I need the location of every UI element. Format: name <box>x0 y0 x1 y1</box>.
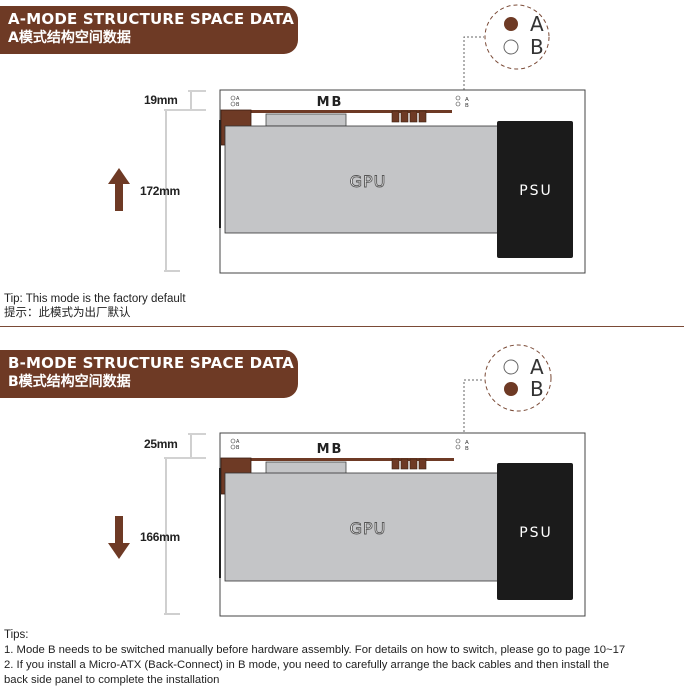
section-b-height-top-label: 25mm <box>144 437 178 451</box>
section-b-title-banner: B-MODE STRUCTURE SPACE DATA B模式结构空间数据 <box>0 350 298 398</box>
section-b-mini-dot-b-icon <box>230 444 236 450</box>
section-a-ram-3 <box>409 110 418 123</box>
section-b-diagram: A B A B MB A B GPU PSU <box>108 344 586 617</box>
section-a-mini-label-b: B <box>236 102 240 108</box>
section-a-mini-dot-a-icon <box>230 95 236 101</box>
section-a-psu-body <box>497 121 573 258</box>
section-b-down-arrow-icon <box>108 516 130 559</box>
section-b-mini-dot-a-icon <box>230 438 236 444</box>
section-b-psu-body <box>497 463 573 600</box>
section-a-legend-dot-b-empty-icon <box>503 39 519 55</box>
tips-line-1: 1. Mode B needs to be switched manually … <box>4 644 626 656</box>
section-a-ram-4 <box>418 110 427 123</box>
section-a-legend-dot-a-filled-icon <box>504 17 518 31</box>
section-b-mini2-label-a: A <box>465 440 469 446</box>
section-a-gpu-body <box>224 125 504 234</box>
section-divider <box>0 326 684 327</box>
section-a-legend-label-a: A <box>530 12 544 36</box>
tips-line-2a: 2. If you install a Micro-ATX (Back-Conn… <box>4 659 610 671</box>
section-b-legend-dot-a-empty-icon <box>503 359 519 375</box>
section-b-mini-dot-a2-icon <box>455 438 461 444</box>
section-b-title-en: B-MODE STRUCTURE SPACE DATA <box>8 354 294 372</box>
section-a-mini-dot-b-icon <box>230 101 236 107</box>
tips-line-2b: back side panel to complete the installa… <box>4 674 220 686</box>
section-a-tip-zh: 提示：此模式为出厂默认 <box>4 307 131 319</box>
section-b-ram-2 <box>400 458 409 470</box>
section-b-legend-circle <box>484 344 552 412</box>
section-b-gpu-body <box>224 472 504 582</box>
section-b-legend-label-b: B <box>530 377 544 401</box>
section-a-mini-label-a: A <box>236 96 240 102</box>
section-b-ram-3 <box>409 458 418 470</box>
section-b-legend-dot-b-filled-icon <box>504 382 518 396</box>
section-b-title-zh: B模式结构空间数据 <box>8 374 131 390</box>
section-b-mini-label-a: A <box>236 439 240 445</box>
section-a-ram-2 <box>400 110 409 123</box>
section-a-title-banner: A-MODE STRUCTURE SPACE DATA A模式结构空间数据 <box>0 6 298 54</box>
tips-heading: Tips: <box>4 629 29 641</box>
section-b-leader-line <box>463 379 484 440</box>
section-b-ram-4 <box>418 458 427 470</box>
section-b-slot-connector <box>265 461 347 475</box>
section-a-leader-line <box>463 36 484 98</box>
section-b-psu-label: PSU <box>519 525 553 541</box>
section-b-mini-dot-b2-icon <box>455 444 461 450</box>
section-b-motherboard-bar <box>222 458 454 461</box>
section-a-psu-label: PSU <box>519 183 553 199</box>
section-a-legend-label-b: B <box>530 35 544 59</box>
section-a-mini-dot-a2-icon <box>455 95 461 101</box>
section-a-up-arrow-icon <box>108 168 130 211</box>
section-b-mini-label-b: B <box>236 445 240 451</box>
section-b-legend-label-a: A <box>530 355 544 379</box>
section-a-mini2-label-a: A <box>465 97 469 103</box>
section-a-gpu-label: GPU <box>350 172 387 191</box>
section-a-mini2-label-b: B <box>465 103 469 109</box>
section-a-mini-dot-b2-icon <box>455 101 461 107</box>
section-a-mb-label: MB <box>317 95 344 110</box>
section-a-height-main-label: 172mm <box>140 184 180 198</box>
section-a-motherboard-bar <box>222 110 452 113</box>
section-a-tip-en: Tip: This mode is the factory default <box>4 293 186 305</box>
section-a-diagram: A B A B MB A B GPU PSU <box>108 4 586 274</box>
section-a-ram-1 <box>391 110 400 123</box>
section-b-mb-label: MB <box>317 442 344 457</box>
section-a-slot-connector <box>265 113 347 127</box>
section-a-legend-circle <box>484 4 550 70</box>
section-b-height-main-label: 166mm <box>140 530 180 544</box>
section-a-title-zh: A模式结构空间数据 <box>8 30 131 46</box>
section-b-ram-1 <box>391 458 400 470</box>
section-a-height-top-label: 19mm <box>144 93 178 107</box>
section-b-mini2-label-b: B <box>465 446 469 452</box>
section-a-title-en: A-MODE STRUCTURE SPACE DATA <box>8 10 295 28</box>
section-b-gpu-label: GPU <box>350 519 387 538</box>
